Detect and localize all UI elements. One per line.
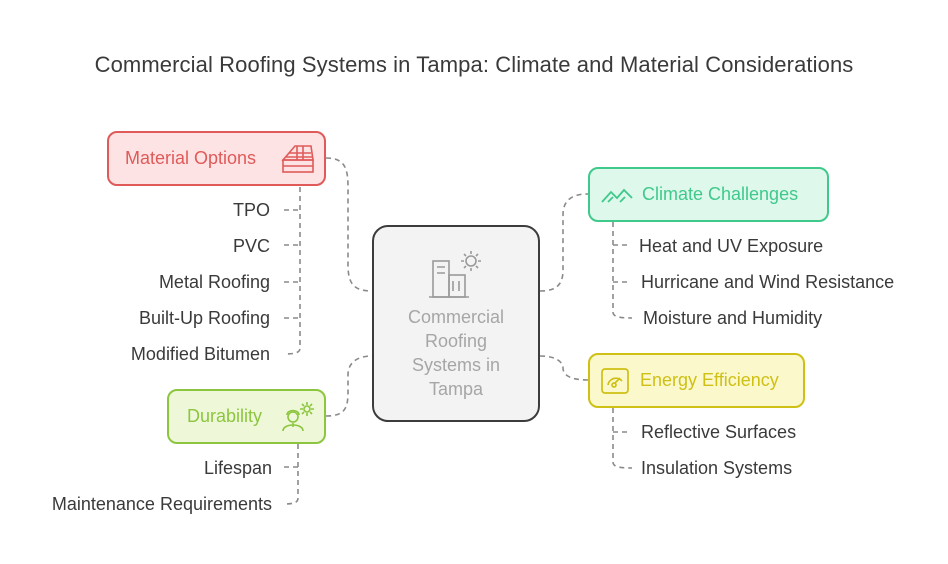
roof-tiles-icon xyxy=(281,145,314,173)
climate-challenges-node: Climate Challenges xyxy=(588,167,829,222)
list-item: Hurricane and Wind Resistance xyxy=(641,272,895,292)
list-item: Moisture and Humidity xyxy=(643,308,823,328)
climate-challenges-label: Climate Challenges xyxy=(642,184,799,204)
list-item: Heat and UV Exposure xyxy=(639,236,824,256)
gauge-icon xyxy=(601,368,629,394)
list-item: Metal Roofing xyxy=(158,272,270,292)
list-item: Modified Bitumen xyxy=(130,344,270,364)
list-item: Insulation Systems xyxy=(641,458,793,478)
list-item: Reflective Surfaces xyxy=(641,422,797,442)
wave-roof-icon xyxy=(601,188,633,203)
list-item: PVC xyxy=(232,236,270,256)
building-sun-icon xyxy=(429,251,481,298)
material-options-node: Material Options xyxy=(107,131,326,186)
list-item: TPO xyxy=(232,200,270,220)
material-options-label: Material Options xyxy=(125,148,257,168)
durability-node: Durability xyxy=(167,389,326,444)
list-item: Lifespan xyxy=(203,458,272,478)
center-label: Commercial Roofing Systems in Tampa xyxy=(407,307,504,399)
list-item: Maintenance Requirements xyxy=(51,494,272,514)
center-node: Commercial Roofing Systems in Tampa xyxy=(372,225,540,422)
worker-gear-icon xyxy=(282,402,314,432)
energy-efficiency-node: Energy Efficiency xyxy=(588,353,805,408)
diagram-title: Commercial Roofing Systems in Tampa: Cli… xyxy=(94,52,854,77)
list-item: Built-Up Roofing xyxy=(138,308,270,328)
durability-label: Durability xyxy=(187,406,263,426)
energy-efficiency-label: Energy Efficiency xyxy=(640,370,779,390)
